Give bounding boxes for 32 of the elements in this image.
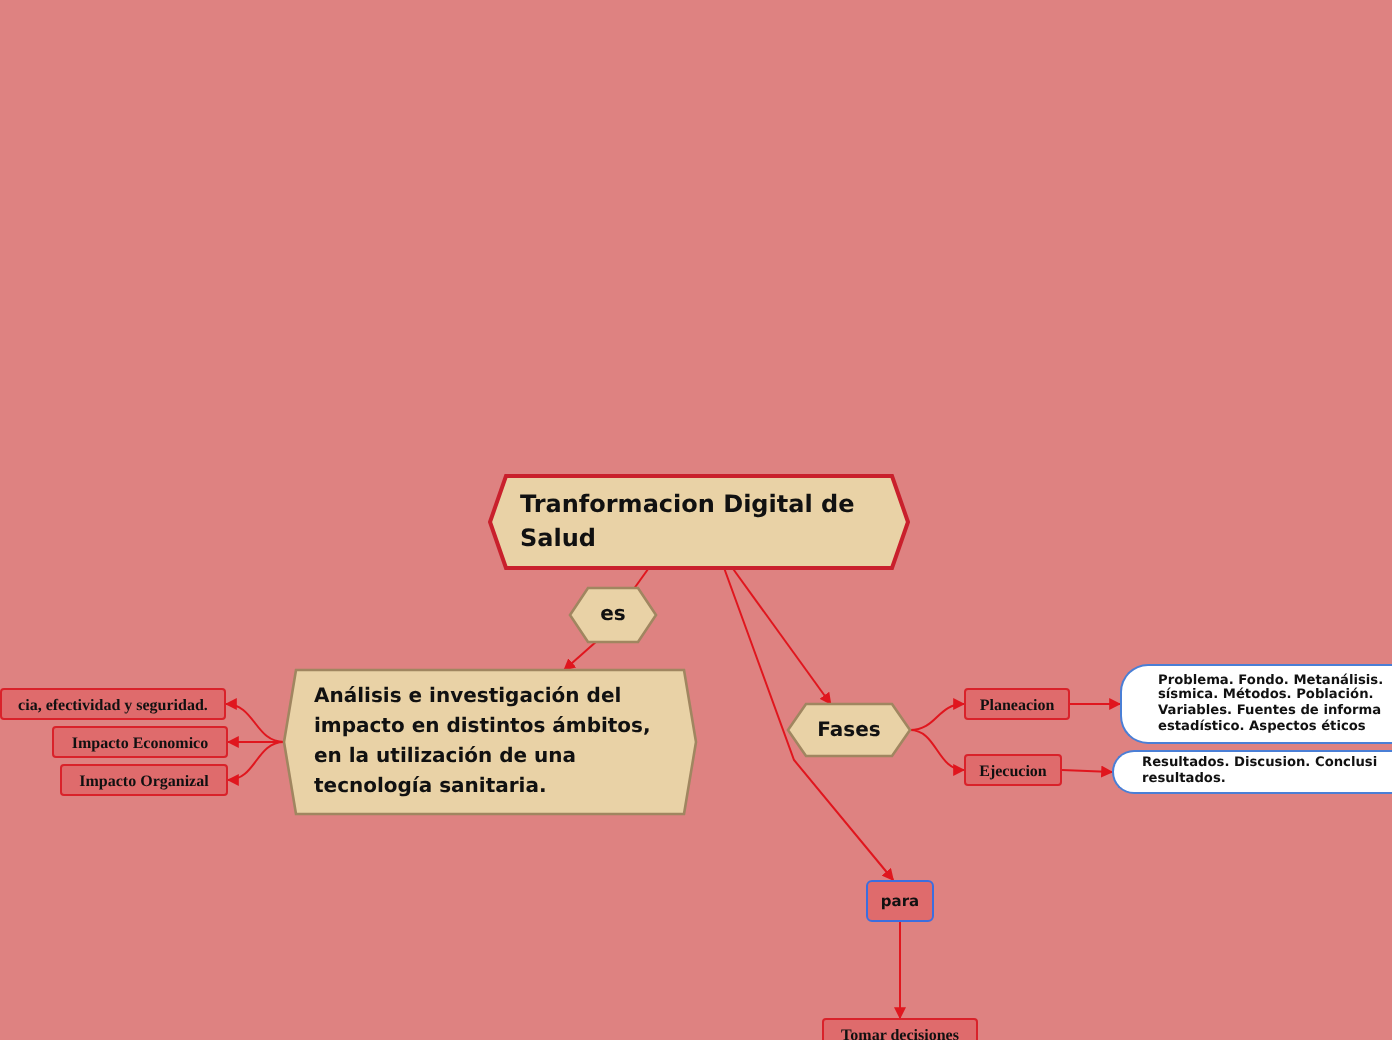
detail-box <box>1120 664 1392 744</box>
connector-arrow <box>1061 765 1114 778</box>
connector-arrow <box>909 698 966 731</box>
connector-hexagon <box>788 704 910 756</box>
connector-arrow <box>226 741 285 785</box>
connector-arrow <box>224 699 285 743</box>
node-text: Tranformacion Digital de Salud <box>520 487 857 556</box>
node-text: Ejecucion <box>979 761 1047 779</box>
node-text: es <box>600 604 626 626</box>
subtopic-box <box>52 726 228 758</box>
node-text: Impacto Organizal <box>79 771 209 789</box>
topic-hexagon <box>490 476 908 568</box>
connector-arrow <box>226 736 285 748</box>
node-text: Fases <box>817 719 881 741</box>
connector-arrow <box>1069 698 1122 710</box>
connector-arrow <box>731 567 832 705</box>
connector-hexagon <box>570 588 656 642</box>
linking-word-box <box>866 880 934 922</box>
subtopic-box <box>964 754 1062 786</box>
subtopic-box <box>964 688 1070 720</box>
subtopic-box <box>0 688 226 720</box>
connector-arrow <box>894 921 906 1020</box>
node-text: cia, efectividad y seguridad. <box>18 695 208 713</box>
connector-arrow <box>723 567 895 881</box>
node-text: Análisis e investigación del impacto en distintos ámbitos, en la utilización de una tecnología sanitaria. <box>314 684 653 802</box>
connector-arrow <box>563 641 597 671</box>
subtopic-box <box>60 764 228 796</box>
node-text: Planeacion <box>979 695 1055 713</box>
detail-box <box>1112 750 1392 794</box>
node-text: Tomar decisiones <box>841 1025 959 1040</box>
node-text: Impacto Economico <box>71 733 209 751</box>
connector-arrow <box>909 729 966 775</box>
